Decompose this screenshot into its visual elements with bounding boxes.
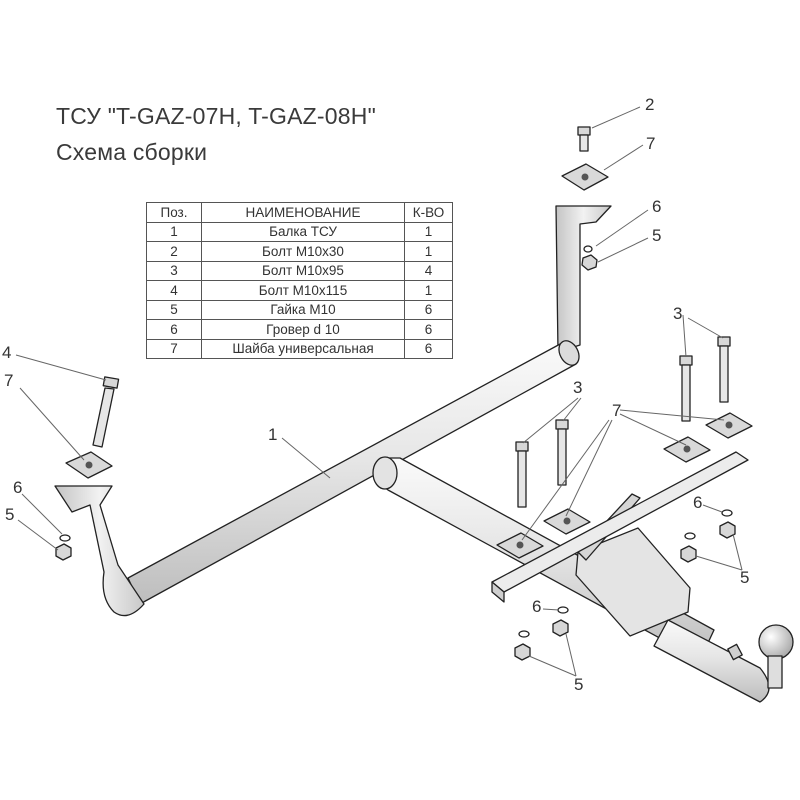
nut (680, 545, 697, 563)
spring-washer (684, 532, 696, 540)
callout-5: 5 (5, 505, 14, 524)
mounting-plate (575, 527, 691, 637)
callout-5: 5 (574, 675, 583, 694)
coupling-neck (653, 619, 770, 703)
row-name: Гровер d 10 (201, 319, 405, 340)
washer (705, 412, 753, 439)
header-position: Поз. (146, 202, 202, 223)
spring-washer (59, 534, 71, 542)
bolt-m10x95 (679, 355, 693, 422)
main-tube-end (558, 340, 580, 366)
diagram-subtitle: Схема сборки (56, 139, 208, 165)
socket-clip (727, 643, 743, 661)
row-position: 7 (146, 338, 202, 359)
callout-6: 6 (13, 478, 22, 497)
nut (719, 521, 736, 539)
diagram-title: ТСУ "T-GAZ-07H, T-GAZ-08H" (56, 103, 376, 129)
washer (496, 532, 544, 559)
washer (65, 451, 113, 479)
tow-beam (54, 205, 794, 703)
nut (581, 254, 598, 271)
left-bracket (54, 485, 145, 617)
washer (561, 163, 609, 191)
row-name: Гайка М10 (201, 299, 405, 320)
row-quantity: 6 (404, 299, 453, 320)
spring-washer (583, 245, 593, 253)
row-name: Болт М10х30 (201, 241, 405, 262)
callout-6: 6 (693, 493, 702, 512)
row-name: Шайба универсальная (201, 338, 405, 359)
callout-6: 6 (652, 197, 661, 216)
washer (543, 508, 591, 535)
bolt-m10x95 (555, 419, 569, 486)
callout-5: 5 (652, 226, 661, 245)
callout-6: 6 (532, 597, 541, 616)
bolt-m10x30 (577, 126, 591, 152)
nut (55, 543, 72, 561)
spring-washer (721, 509, 733, 517)
bolt-m10x95 (515, 441, 529, 508)
nut (552, 619, 569, 637)
bolt-m10x95 (717, 336, 731, 403)
callout-1: 1 (268, 425, 277, 444)
crossbar-lip (491, 581, 505, 603)
spring-washer (518, 630, 530, 638)
row-name: Болт М10х115 (201, 280, 405, 301)
cross-tube-end (372, 456, 398, 490)
callout-5: 5 (740, 568, 749, 587)
tow-ball-neck (767, 655, 783, 689)
leader-lines (15, 106, 743, 677)
callout-7: 7 (612, 401, 621, 420)
tow-ball (758, 624, 794, 660)
callout-4: 4 (2, 343, 11, 362)
washer (663, 436, 711, 463)
callout-3: 3 (573, 378, 582, 397)
callout-2: 2 (645, 95, 654, 114)
nut (514, 643, 531, 661)
bolt-m10x115 (92, 376, 120, 448)
spring-washers (59, 245, 733, 638)
right-bracket (555, 205, 612, 353)
callout-7: 7 (646, 134, 655, 153)
callout-3: 3 (673, 304, 682, 323)
callouts: 1 2 7 6 5 3 3 7 4 7 6 5 6 5 6 5 (2, 95, 749, 694)
main-tube (127, 342, 578, 605)
callout-7: 7 (4, 371, 13, 390)
parts-table-header: Поз. НАИМЕНОВАНИЕ К-ВО (146, 202, 453, 223)
nuts (55, 254, 736, 661)
spring-washer (557, 606, 569, 614)
row-quantity: 6 (404, 338, 453, 359)
universal-washers (65, 163, 753, 559)
